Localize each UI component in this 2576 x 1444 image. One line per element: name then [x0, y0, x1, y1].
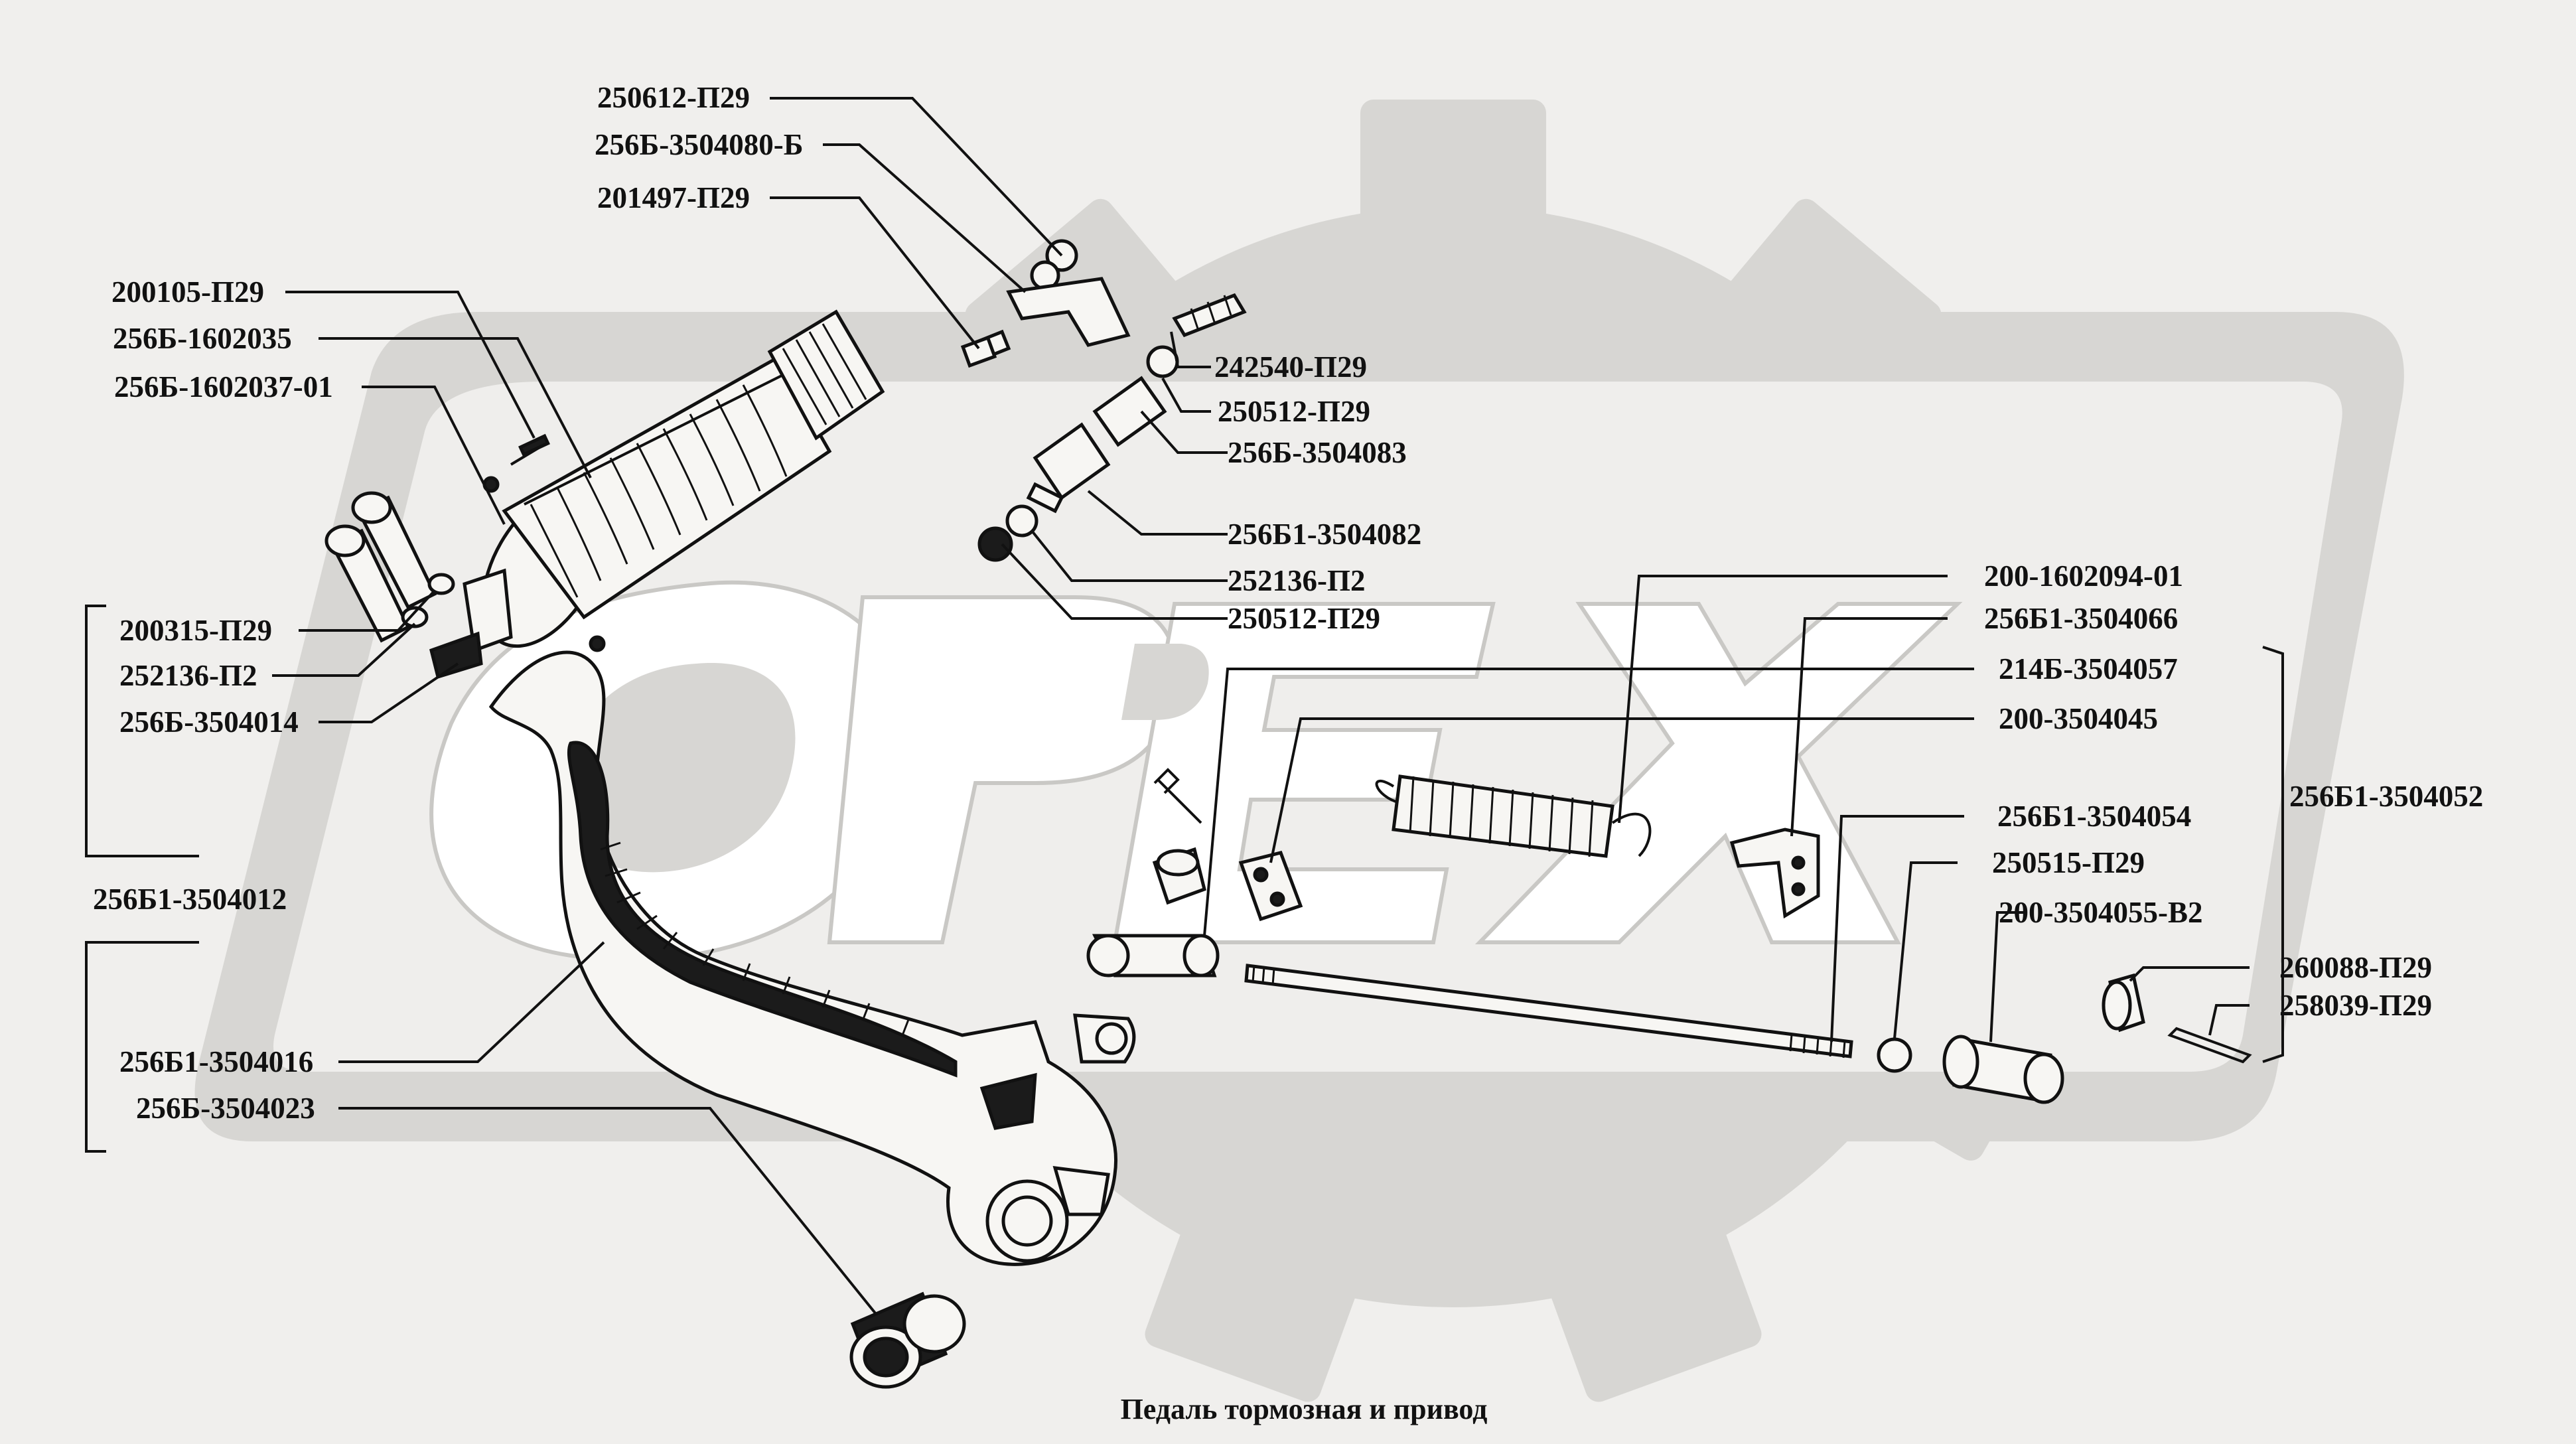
label-256b1-3504066: 256Б1-3504066 [1984, 602, 2178, 635]
part-labels: 250612-П29 256Б-3504080-Б 201497-П29 200… [93, 81, 2483, 1125]
plate [1238, 851, 1303, 922]
pedal-lever [488, 650, 1136, 1266]
label-214b-3504057: 214Б-3504057 [1999, 652, 2178, 686]
label-242540-p29: 242540-П29 [1214, 350, 1367, 384]
label-200-3504045: 200-3504045 [1999, 702, 2158, 735]
label-256b1-3504012: 256Б1-3504012 [93, 883, 287, 916]
pull-rod [1244, 964, 1853, 1058]
label-256b-3504080-b: 256Б-3504080-Б [595, 128, 803, 161]
label-256b1-3504054: 256Б1-3504054 [1997, 800, 2191, 833]
left-bolts [324, 491, 455, 643]
top-hardware [960, 239, 1247, 562]
label-250612-p29: 250612-П29 [597, 81, 750, 114]
label-200105-p29: 200105-П29 [111, 275, 264, 309]
bracket [1729, 828, 1820, 919]
bushing [849, 1291, 966, 1389]
left-clevis-group [1086, 768, 1220, 977]
label-250515-p29: 250515-П29 [1992, 846, 2145, 879]
label-258039-p29: 258039-П29 [2279, 989, 2432, 1022]
label-256b-3504014: 256Б-3504014 [119, 705, 299, 739]
return-spring [1375, 774, 1652, 858]
label-250512-p29-mid: 250512-П29 [1228, 602, 1380, 635]
label-252136-p2-left: 252136-П2 [119, 659, 257, 692]
label-200-1602094-01: 200-1602094-01 [1984, 559, 2183, 593]
label-256b1-3504082: 256Б1-3504082 [1228, 518, 1421, 551]
label-252136-p2-top: 252136-П2 [1228, 564, 1366, 597]
label-260088-p29: 260088-П29 [2279, 951, 2432, 984]
label-200-3504055-v2: 200-3504055-В2 [1999, 896, 2203, 929]
watermark-logo [194, 100, 2404, 1402]
leader-lines [85, 97, 2284, 1315]
right-clevis-group [1877, 973, 2252, 1104]
label-256b-3504083: 256Б-3504083 [1228, 436, 1407, 469]
label-250512-p29-top: 250512-П29 [1218, 395, 1370, 428]
diagram-caption: Педаль тормозная и привод [1121, 1393, 1488, 1425]
label-256b-1602037-01: 256Б-1602037-01 [114, 370, 333, 403]
label-201497-p29: 201497-П29 [597, 181, 750, 214]
label-256b1-3504016: 256Б1-3504016 [119, 1045, 313, 1078]
label-256b1-3504052: 256Б1-3504052 [2289, 780, 2483, 813]
pedal-boot [429, 309, 885, 680]
label-256b-1602035: 256Б-1602035 [113, 322, 292, 355]
label-200315-p29: 200315-П29 [119, 614, 272, 647]
label-256b-3504023: 256Б-3504023 [136, 1092, 315, 1125]
